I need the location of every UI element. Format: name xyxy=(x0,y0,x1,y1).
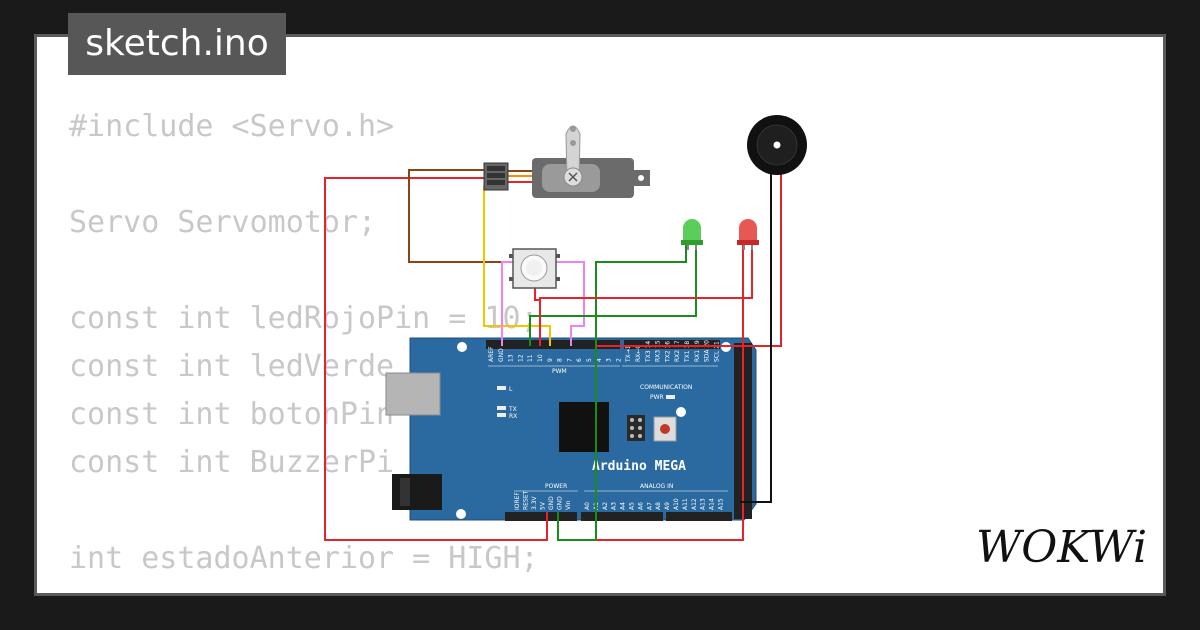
pin-label: 3 xyxy=(606,358,613,362)
pin-label: GND xyxy=(548,496,555,510)
pin-label: TX3 14 xyxy=(645,341,652,363)
pin-label: SCL 21 xyxy=(713,341,720,362)
analog-label: ANALOG IN xyxy=(640,483,673,490)
wire-brown-servo-ground xyxy=(408,169,502,263)
pin-label: 12 xyxy=(517,354,524,362)
wire-yellow-servo-signal xyxy=(483,186,551,346)
pin-label: A14 xyxy=(709,498,716,510)
pin-label: IOREF xyxy=(514,492,521,510)
microcontroller-chip xyxy=(559,402,609,452)
pin-label: A4 xyxy=(620,502,627,510)
pwr-label: PWR xyxy=(650,394,664,401)
code-line: const int botonPin xyxy=(69,397,395,432)
analog-header xyxy=(581,512,663,521)
pin-label: GND xyxy=(498,348,505,362)
wire-red-servo-power xyxy=(324,177,548,541)
code-line: Servo Servomotor; xyxy=(69,205,377,240)
pin-label: 8 xyxy=(557,358,564,362)
green-led[interactable] xyxy=(681,219,703,250)
wire-black-buzzer xyxy=(740,170,772,503)
pin-label: 7 xyxy=(566,358,573,362)
board-name: Arduino MEGA xyxy=(592,459,686,474)
pin-label: 9 xyxy=(547,358,554,362)
pin-label: GND xyxy=(557,496,564,510)
pin-label: A2 xyxy=(602,502,609,510)
pwm-label: PWM xyxy=(552,368,567,375)
push-button[interactable] xyxy=(509,248,560,289)
pin-label: RX3 15 xyxy=(655,340,662,362)
usb-connector xyxy=(385,372,441,416)
pin-label: 11 xyxy=(527,354,534,362)
pin-label: RX2 17 xyxy=(674,340,681,362)
pin-label: TX→1 xyxy=(625,345,632,363)
pin-label: TX1 18 xyxy=(684,341,691,363)
pin-label: A15 xyxy=(718,498,725,510)
pin-label: A6 xyxy=(637,502,644,510)
wokwi-logo: WOKWi xyxy=(976,522,1147,573)
pin-label: RX←0 xyxy=(635,345,642,362)
pin-label: AREF xyxy=(488,346,495,362)
pin-label: A12 xyxy=(691,498,698,510)
code-line: const int ledVerde xyxy=(69,349,395,384)
arduino-mega-board[interactable]: Arduino MEGA PWM COMMUNICATION PWR L TX … xyxy=(385,337,757,521)
pin-label: A5 xyxy=(629,502,636,510)
buzzer[interactable] xyxy=(747,115,807,175)
tx-label: TX xyxy=(508,406,517,413)
pin-label: A11 xyxy=(682,498,689,510)
wire-green-led-signal xyxy=(529,244,697,346)
pin-label: RESET xyxy=(523,490,530,510)
power-header xyxy=(505,512,577,521)
power-label: POWER xyxy=(545,483,567,490)
pin-label: Vin xyxy=(565,500,572,510)
pin-label: 5 xyxy=(586,358,593,362)
power-jack xyxy=(392,474,442,510)
pin-label: 2 xyxy=(615,358,622,362)
pin-label: 4 xyxy=(596,358,603,362)
code-background: #include <Servo.h> Servo Servomotor; const… xyxy=(69,103,629,593)
pin-label: A9 xyxy=(664,502,671,510)
wokwi-logo-text: WOKWi xyxy=(976,522,1147,573)
wire-red-led-signal xyxy=(539,244,753,346)
wire-green-led xyxy=(557,244,687,541)
communication-label: COMMUNICATION xyxy=(640,384,692,391)
pin-label: RX1 19 xyxy=(694,340,701,362)
pin-label: 3.3V xyxy=(531,495,538,510)
pin-label: A10 xyxy=(673,498,680,510)
l-label: L xyxy=(509,386,513,393)
pin-label: 5V xyxy=(540,501,547,510)
wire-red-led-ground xyxy=(596,244,744,541)
pin-label: A7 xyxy=(646,502,653,510)
pin-label: 6 xyxy=(576,358,583,362)
code-line: const int BuzzerPi xyxy=(69,445,395,480)
servo-motor[interactable] xyxy=(483,125,650,198)
pin-label: 10 xyxy=(537,354,544,362)
file-title[interactable]: sketch.ino xyxy=(68,13,286,75)
digital-header xyxy=(486,340,620,349)
pin-label: A8 xyxy=(655,502,662,510)
pin-label: SDA 20 xyxy=(704,340,711,362)
wire-violet-button-a xyxy=(501,261,513,346)
pin-label: A13 xyxy=(700,498,707,510)
rx-label: RX xyxy=(509,413,517,420)
code-line: int estadoAnterior = HIGH; xyxy=(69,541,539,576)
pin-label: A3 xyxy=(611,502,618,510)
code-line: #include <Servo.h> xyxy=(69,109,395,144)
wires xyxy=(324,169,782,541)
code-line: const int ledRojoPin = 10; xyxy=(69,301,539,336)
red-led[interactable] xyxy=(737,219,759,250)
pin-label: A0 xyxy=(584,502,591,510)
pin-label: TX2 16 xyxy=(664,341,671,363)
pin-label: 13 xyxy=(508,354,515,362)
code-line: bool primeraActivacion = false; xyxy=(69,583,629,593)
wire-red-buzzer xyxy=(596,170,782,347)
wire-violet-button-b xyxy=(556,261,585,346)
